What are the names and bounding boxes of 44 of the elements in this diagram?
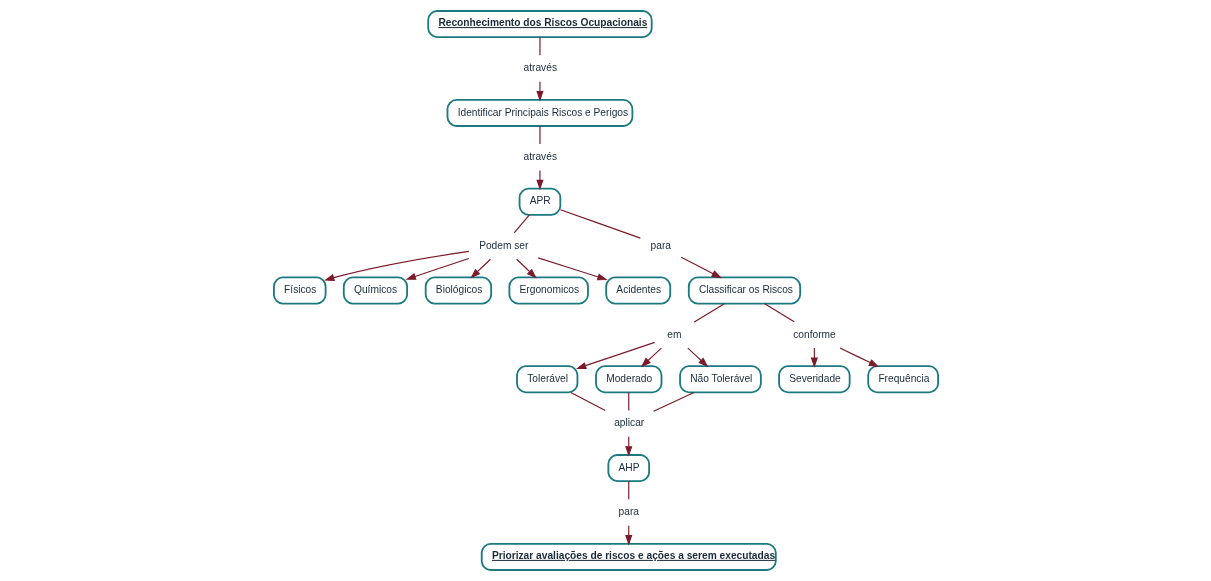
node-box: Frequência <box>866 365 939 394</box>
node-box: AHP <box>606 454 650 483</box>
arrow <box>686 347 708 368</box>
node-box: Reconhecimento dos Riscos Ocupacionais <box>426 10 653 39</box>
arrow <box>515 258 537 279</box>
node-box: Biológicos <box>424 276 492 305</box>
node-box: Tolerável <box>515 365 578 394</box>
node-box: Acidentes <box>604 276 671 305</box>
arrow <box>323 250 469 282</box>
arrow <box>838 347 879 367</box>
arrow <box>640 347 662 368</box>
arrow <box>680 256 722 279</box>
node-text: aplicar <box>613 417 644 429</box>
node-text: através <box>523 62 557 74</box>
node-text: através <box>523 150 557 162</box>
arrow <box>537 257 608 281</box>
connector <box>538 36 541 56</box>
node-box: Severidade <box>777 365 851 394</box>
node-box: Não Tolerável <box>678 365 762 394</box>
node-box: Ergonomicos <box>507 276 589 305</box>
connector <box>693 303 725 323</box>
connector <box>652 391 694 412</box>
node-box: Moderado <box>594 365 662 394</box>
connector <box>513 214 530 234</box>
node-text: Podem ser <box>478 239 528 251</box>
node-box: Químicos <box>342 276 408 305</box>
node-text: para <box>650 239 671 251</box>
arrow <box>535 169 544 191</box>
arrow <box>575 341 655 369</box>
node-text: para <box>618 506 639 518</box>
connector <box>569 391 606 412</box>
connector <box>763 303 795 323</box>
arrow <box>535 81 544 102</box>
node-box: APR <box>518 187 561 216</box>
connector <box>538 125 541 145</box>
node-box: Identificar Principais Riscos e Perigos <box>446 98 633 127</box>
node-box: Classificar os Riscos <box>687 276 801 305</box>
node-box: Priorizar avaliações de riscos e ações a serem executadas <box>480 542 777 571</box>
node-text: conforme <box>792 328 836 340</box>
node-box: Físicos <box>272 276 326 305</box>
node-text: em <box>666 328 681 340</box>
arrow <box>469 258 491 279</box>
arrow <box>405 257 469 280</box>
connector <box>559 209 641 239</box>
